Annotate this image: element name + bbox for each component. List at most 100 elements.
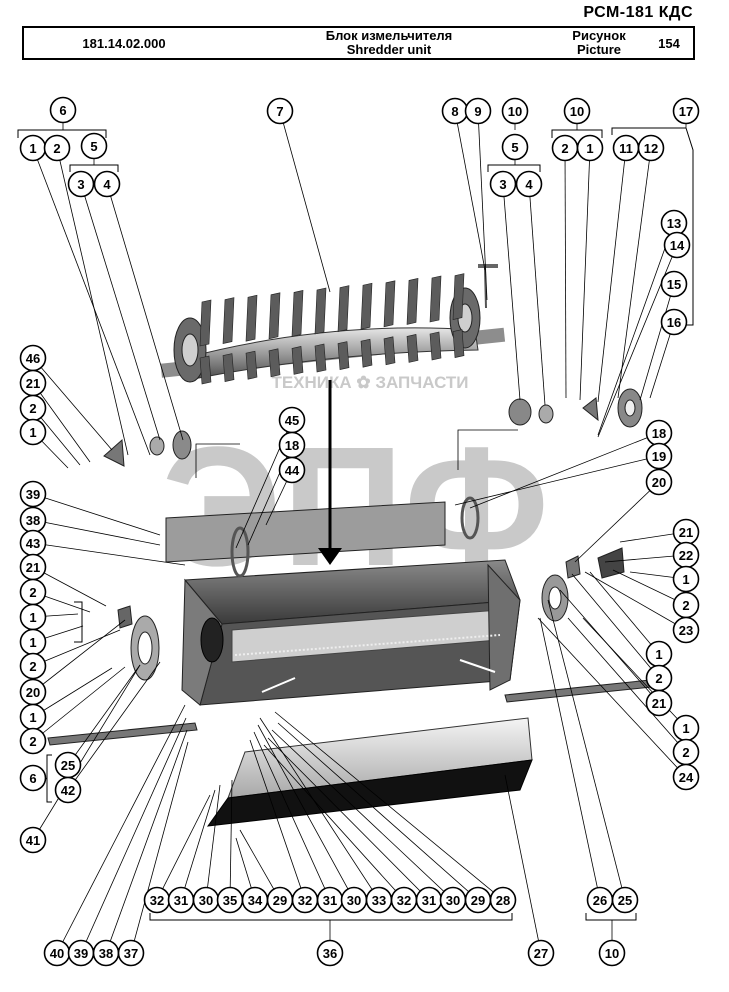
callout-38: 38 bbox=[92, 939, 120, 967]
leader-c3b bbox=[502, 183, 521, 401]
cover-sheet bbox=[165, 501, 446, 563]
callout-42: 42 bbox=[54, 776, 82, 804]
callout-label: 41 bbox=[26, 833, 40, 848]
leader-c38b bbox=[105, 729, 188, 954]
callout-9: 9 bbox=[464, 97, 492, 125]
callout-label: 16 bbox=[667, 315, 681, 330]
callout-label: 20 bbox=[26, 685, 40, 700]
picture-number: 154 bbox=[658, 35, 680, 51]
callout-label: 34 bbox=[248, 893, 263, 908]
callout-23: 23 bbox=[672, 616, 700, 644]
callout-21: 21 bbox=[645, 689, 673, 717]
callout-label: 1 bbox=[682, 572, 689, 587]
callout-29: 29 bbox=[266, 886, 294, 914]
leader-c26 bbox=[539, 617, 601, 901]
leader-c2i bbox=[567, 617, 687, 753]
callout-2: 2 bbox=[672, 591, 700, 619]
leader-c28 bbox=[274, 711, 504, 901]
callout-10: 10 bbox=[501, 97, 529, 125]
callout-28: 28 bbox=[489, 886, 517, 914]
rotor-blade bbox=[337, 341, 350, 370]
group-brackets bbox=[17, 127, 694, 921]
callout-17: 17 bbox=[672, 97, 700, 125]
rotor-blade bbox=[199, 355, 212, 385]
callout-label: 1 bbox=[29, 610, 36, 625]
rotor-blade bbox=[245, 350, 258, 380]
callout-11: 11 bbox=[612, 134, 640, 162]
leader-c31b bbox=[253, 731, 331, 901]
counter-knife-plate bbox=[206, 717, 533, 827]
callout-label: 2 bbox=[682, 745, 689, 760]
callout-2: 2 bbox=[19, 578, 47, 606]
callout-24: 24 bbox=[672, 763, 700, 791]
rotor-blade bbox=[291, 290, 304, 337]
callout-20: 20 bbox=[645, 468, 673, 496]
leader-c9 bbox=[477, 110, 488, 301]
leader-c37 bbox=[130, 741, 189, 954]
callout-label: 32 bbox=[397, 893, 411, 908]
document-brand: РСМ-181 КДС bbox=[583, 4, 693, 21]
callout-label: 24 bbox=[679, 770, 694, 785]
leader-c30b bbox=[257, 724, 355, 901]
callout-46: 46 bbox=[19, 344, 47, 372]
leader-c20a bbox=[574, 481, 660, 563]
leader-c2a bbox=[56, 147, 129, 456]
rotor-blade bbox=[199, 299, 212, 347]
callout-32: 32 bbox=[143, 886, 171, 914]
leader-c11 bbox=[597, 147, 627, 403]
callout-5: 5 bbox=[80, 132, 108, 160]
leader-c2e bbox=[32, 629, 121, 667]
callout-label: 29 bbox=[273, 893, 287, 908]
callout-4: 4 bbox=[515, 170, 543, 198]
leader-c25b bbox=[547, 599, 626, 901]
callout-1: 1 bbox=[645, 640, 673, 668]
callout-4: 4 bbox=[93, 170, 121, 198]
leader-c1b bbox=[579, 147, 591, 401]
callout-2: 2 bbox=[672, 738, 700, 766]
callout-label: 18 bbox=[652, 426, 666, 441]
rotor-blade bbox=[383, 336, 396, 366]
callout-label: 3 bbox=[499, 177, 506, 192]
rotor-blades bbox=[199, 273, 465, 385]
leader-c1f bbox=[32, 667, 113, 718]
callout-2: 2 bbox=[19, 652, 47, 680]
leader-c39a bbox=[32, 493, 161, 536]
callout-label: 5 bbox=[90, 139, 97, 154]
callout-label: 10 bbox=[605, 946, 619, 961]
callout-21: 21 bbox=[19, 553, 47, 581]
callout-1: 1 bbox=[672, 714, 700, 742]
callout-label: 11 bbox=[619, 141, 633, 156]
leader-c32b bbox=[249, 739, 306, 901]
rotor-blade bbox=[314, 343, 327, 373]
leader-c8 bbox=[454, 110, 486, 271]
callout-38: 38 bbox=[19, 506, 47, 534]
callout-label: 2 bbox=[29, 659, 36, 674]
callout-1: 1 bbox=[576, 134, 604, 162]
callout-30: 30 bbox=[340, 886, 368, 914]
picture-caption: Рисунок Picture bbox=[554, 28, 644, 58]
callout-label: 1 bbox=[29, 710, 36, 725]
callout-label: 39 bbox=[26, 487, 40, 502]
callout-label: 3 bbox=[77, 177, 84, 192]
rotor-blade bbox=[452, 273, 465, 320]
leader-c31a bbox=[180, 789, 216, 901]
callout-36: 36 bbox=[316, 939, 344, 967]
leader-c38a bbox=[32, 519, 161, 546]
leader-c22 bbox=[604, 554, 687, 563]
rotor-blade bbox=[360, 338, 373, 368]
callout-32: 32 bbox=[390, 886, 418, 914]
callout-15: 15 bbox=[660, 270, 688, 298]
leader-c29a bbox=[239, 829, 281, 901]
assembly-name-ru: Блок измельчителя bbox=[325, 28, 453, 43]
bearing-parts bbox=[103, 264, 643, 681]
leader-c46 bbox=[32, 357, 113, 451]
callout-label: 1 bbox=[655, 647, 662, 662]
callout-30: 30 bbox=[192, 886, 220, 914]
callout-label: 21 bbox=[26, 560, 40, 575]
callout-label: 10 bbox=[508, 104, 522, 119]
callout-label: 2 bbox=[29, 734, 36, 749]
leader-c2b bbox=[564, 147, 567, 399]
callout-8: 8 bbox=[441, 97, 469, 125]
